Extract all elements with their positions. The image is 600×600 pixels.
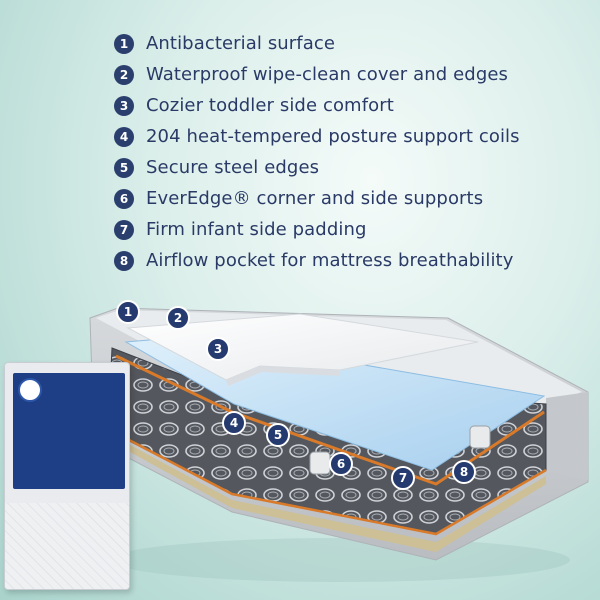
marker-number: 7 bbox=[399, 471, 407, 485]
number-badge: 2 bbox=[114, 64, 134, 85]
marker-number: 3 bbox=[214, 342, 222, 356]
mattress-shadow bbox=[110, 538, 570, 582]
feature-item: 2 Waterproof wipe-clean cover and edges bbox=[114, 59, 594, 90]
marker-1: 1 bbox=[116, 300, 140, 324]
feature-label: Waterproof wipe-clean cover and edges bbox=[146, 64, 508, 85]
marker-8: 8 bbox=[452, 460, 476, 484]
marker-number: 5 bbox=[274, 428, 282, 442]
marker-6: 6 bbox=[329, 452, 353, 476]
feature-item: 4 204 heat-tempered posture support coil… bbox=[114, 121, 594, 152]
feature-item: 3 Cozier toddler side comfort bbox=[114, 90, 594, 121]
number-badge: 5 bbox=[114, 157, 134, 178]
number-badge: 7 bbox=[114, 219, 134, 240]
comfort-foam-edge bbox=[226, 366, 340, 386]
edge-support bbox=[309, 451, 331, 475]
feature-label: 204 heat-tempered posture support coils bbox=[146, 126, 520, 147]
number-badge: 4 bbox=[114, 126, 134, 147]
mattress-box-icon bbox=[4, 362, 130, 590]
feature-label: Airflow pocket for mattress breathabilit… bbox=[146, 250, 514, 271]
edge-support bbox=[469, 425, 491, 449]
marker-4: 4 bbox=[222, 411, 246, 435]
feature-item: 7 Firm infant side padding bbox=[114, 214, 594, 245]
marker-number: 8 bbox=[460, 465, 468, 479]
feature-item: 1 Antibacterial surface bbox=[114, 28, 594, 59]
marker-number: 1 bbox=[124, 305, 132, 319]
feature-label: Cozier toddler side comfort bbox=[146, 95, 394, 116]
bottom-padding bbox=[108, 434, 546, 552]
number-badge: 6 bbox=[114, 188, 134, 209]
feature-item: 5 Secure steel edges bbox=[114, 152, 594, 183]
quilted-cover bbox=[5, 503, 129, 589]
steel-edge bbox=[115, 354, 545, 486]
marker-number: 4 bbox=[230, 416, 238, 430]
number-badge: 8 bbox=[114, 250, 134, 271]
marker-7: 7 bbox=[391, 466, 415, 490]
marker-2: 2 bbox=[166, 306, 190, 330]
sealy-logo bbox=[18, 378, 42, 402]
feature-item: 8 Airflow pocket for mattress breathabil… bbox=[114, 245, 594, 276]
marker-number: 6 bbox=[337, 457, 345, 471]
feature-label: Secure steel edges bbox=[146, 157, 320, 178]
feature-list: 1 Antibacterial surface 2 Waterproof wip… bbox=[114, 28, 594, 276]
number-badge: 3 bbox=[114, 95, 134, 116]
product-panel bbox=[13, 373, 125, 489]
marker-3: 3 bbox=[206, 337, 230, 361]
marker-5: 5 bbox=[266, 423, 290, 447]
cover-right-end bbox=[546, 392, 588, 480]
feature-label: Firm infant side padding bbox=[146, 219, 367, 240]
feature-label: Antibacterial surface bbox=[146, 33, 336, 54]
number-badge: 1 bbox=[114, 33, 134, 54]
feature-label: EverEdge® corner and side supports bbox=[146, 188, 484, 209]
steel-edge bbox=[109, 428, 547, 536]
marker-number: 2 bbox=[174, 311, 182, 325]
feature-item: 6 EverEdge® corner and side supports bbox=[114, 183, 594, 214]
